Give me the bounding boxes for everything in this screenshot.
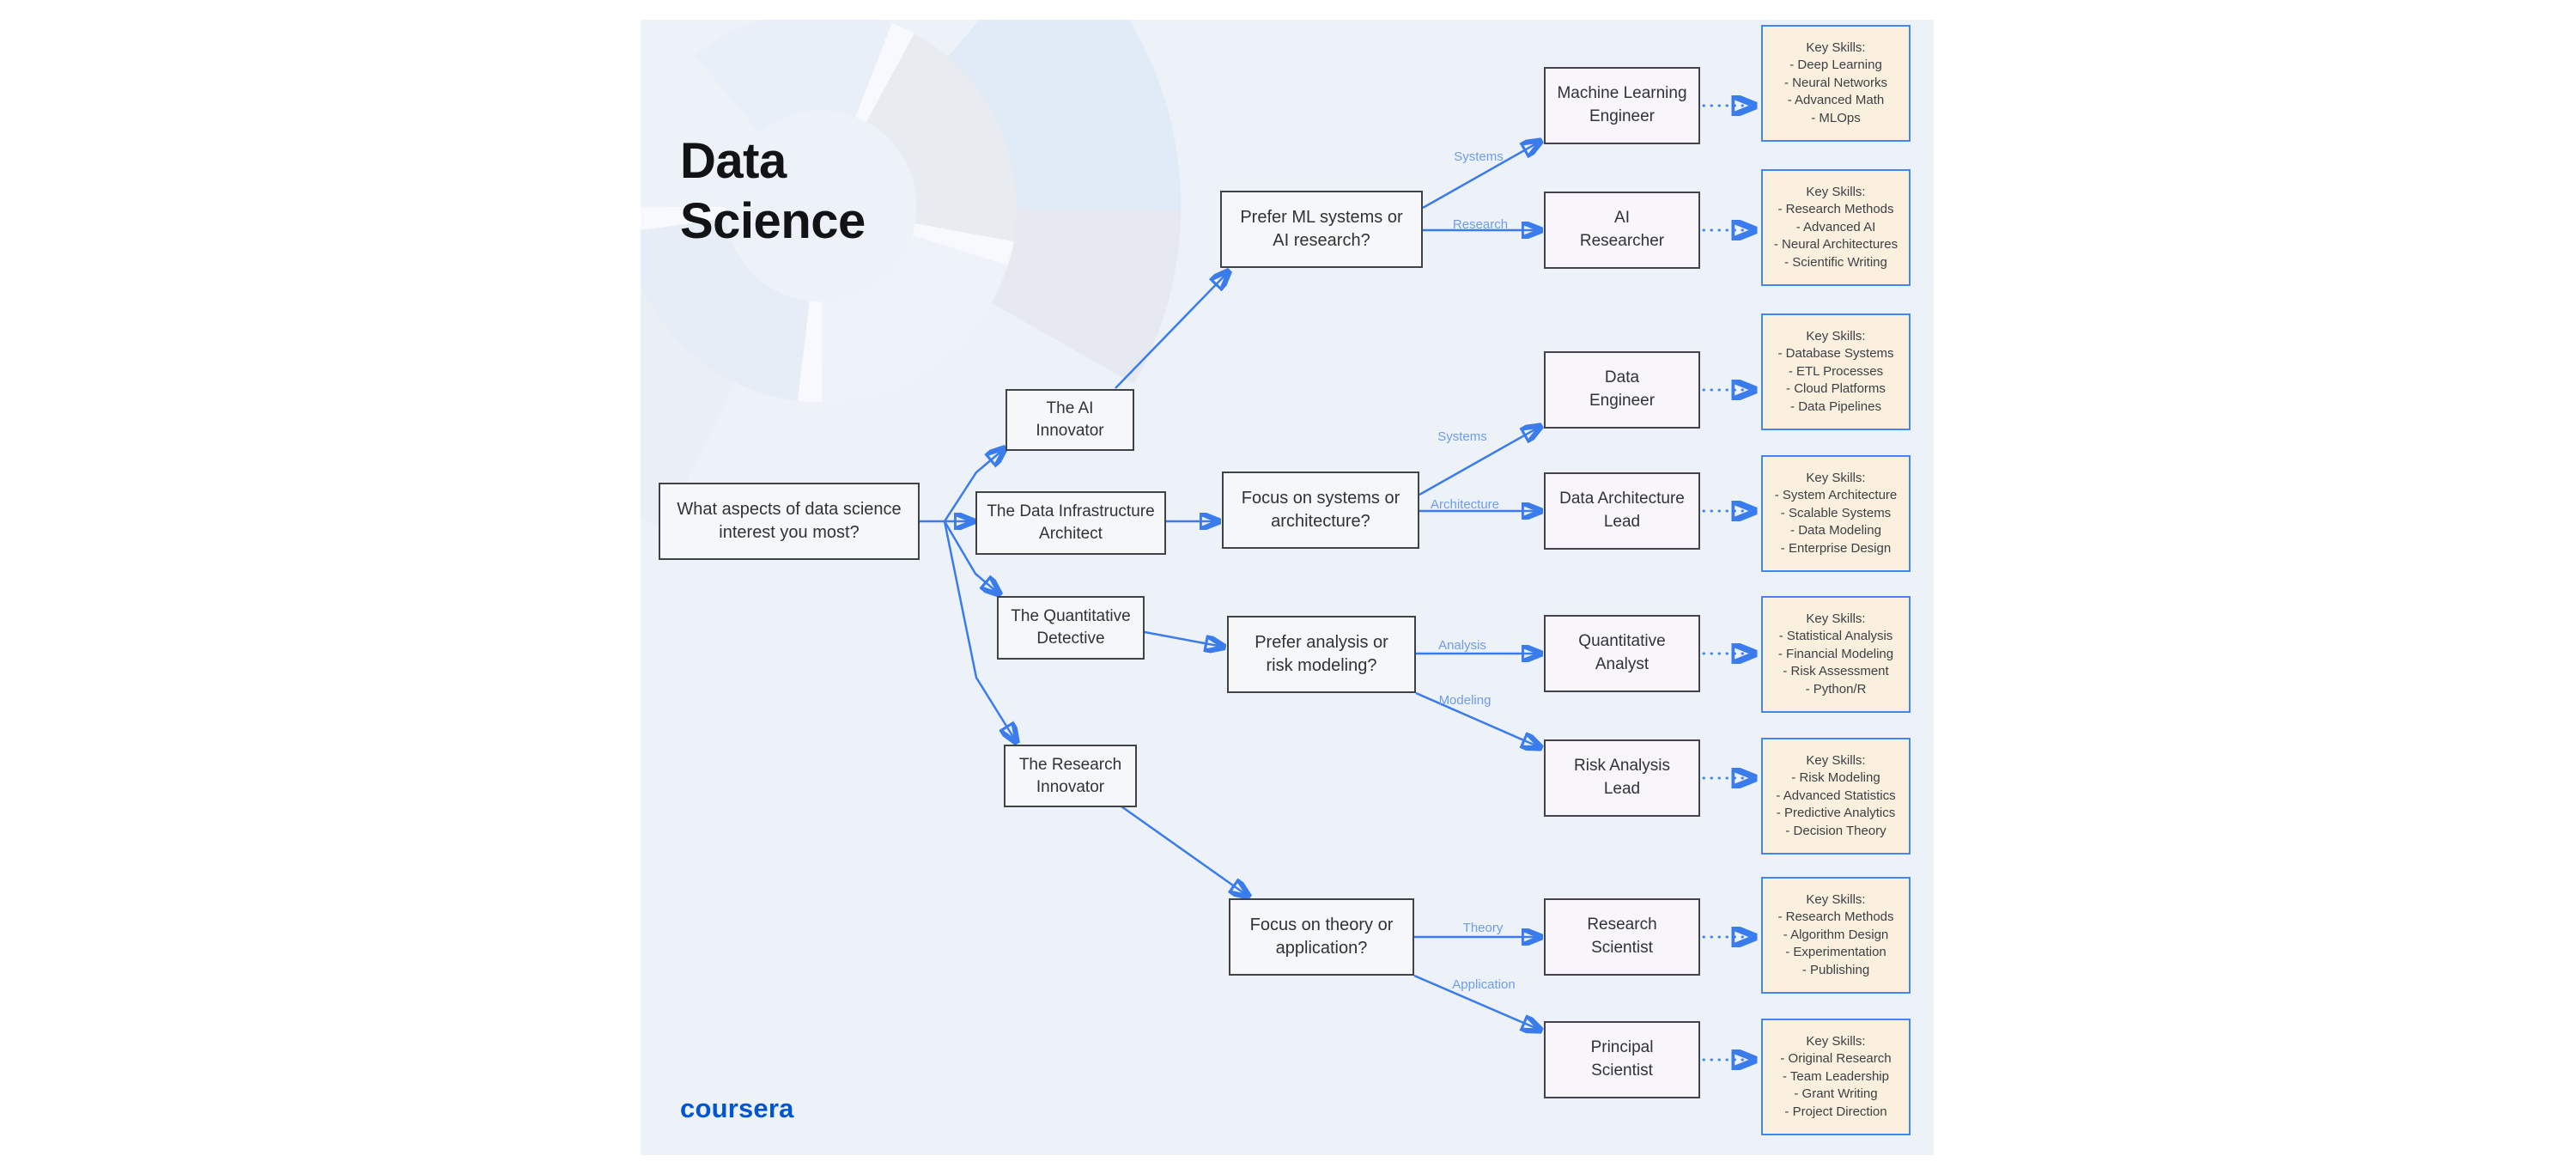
role-node-data-engineer: Data Engineer (1544, 351, 1700, 429)
skill-item: Risk Modeling (1791, 770, 1880, 787)
skill-item: Grant Writing (1794, 1086, 1878, 1103)
role-node-risk-analysis-lead: Risk Analysis Lead (1544, 739, 1700, 817)
arrow-innovator-to-question (1121, 805, 1248, 896)
role-node-ai-researcher: AI Researcher (1544, 192, 1700, 269)
skill-item: Predictive Analytics (1777, 805, 1895, 822)
question-node-theory-or-application: Focus on theory or application? (1229, 898, 1414, 976)
skills-node-ai-researcher: Key Skills: Research Methods Advanced AI… (1761, 169, 1911, 286)
persona-node-data-infrastructure-architect: The Data Infrastructure Architect (975, 491, 1166, 555)
skill-item: Cloud Platforms (1786, 380, 1886, 398)
skills-node-research-scientist: Key Skills: Research Methods Algorithm D… (1761, 877, 1911, 994)
skills-heading: Key Skills: (1806, 753, 1866, 769)
arrow-detective-to-question (1144, 630, 1223, 647)
arrow-question3-to-risk-analysis-lead (1415, 691, 1540, 747)
skill-item: Advanced AI (1796, 219, 1875, 236)
skill-item: Decision Theory (1785, 823, 1886, 840)
skill-item: Scientific Writing (1784, 254, 1887, 271)
skill-item: System Architecture (1775, 487, 1897, 504)
persona-node-ai-innovator: The AI Innovator (1005, 389, 1134, 451)
edge-label-application: Application (1452, 977, 1516, 992)
skill-item: Database Systems (1777, 345, 1894, 362)
question-node-ml-systems-or-ai-research: Prefer ML systems or AI research? (1220, 191, 1423, 268)
skills-node-data-architecture-lead: Key Skills: System Architecture Scalable… (1761, 455, 1911, 572)
arrow-question2-to-data-engineer (1419, 427, 1540, 496)
skill-item: Experimentation (1785, 944, 1886, 961)
skills-node-machine-learning-engineer: Key Skills: Deep Learning Neural Network… (1761, 25, 1911, 142)
skill-item: Statistical Analysis (1779, 628, 1893, 645)
skill-item: Python/R (1806, 681, 1867, 698)
question-node-systems-or-architecture: Focus on systems or architecture? (1222, 471, 1419, 549)
title-line-2: Science (680, 192, 866, 249)
skill-item: Project Direction (1784, 1104, 1887, 1121)
role-node-data-architecture-lead: Data Architecture Lead (1544, 472, 1700, 550)
skill-item: Risk Assessment (1783, 663, 1888, 680)
skills-heading: Key Skills: (1806, 185, 1866, 200)
arrow-root-to-ai-innovator (920, 449, 1004, 523)
arrow-ai-innovator-to-question (1115, 272, 1228, 389)
skill-item: Neural Architectures (1774, 236, 1898, 253)
title-line-1: Data (680, 133, 787, 189)
skill-item: Deep Learning (1789, 57, 1881, 74)
skills-heading: Key Skills: (1806, 1034, 1866, 1049)
edge-label-analysis: Analysis (1438, 638, 1486, 653)
skill-item: Algorithm Design (1783, 927, 1888, 944)
skill-item: Neural Networks (1784, 75, 1887, 92)
root-question-node: What aspects of data science interest yo… (659, 483, 920, 560)
skill-item: Scalable Systems (1781, 505, 1891, 522)
skill-item: Data Modeling (1790, 522, 1881, 539)
persona-node-quantitative-detective: The Quantitative Detective (997, 596, 1145, 660)
role-node-research-scientist: Research Scientist (1544, 898, 1700, 976)
edge-label-research: Research (1452, 217, 1509, 232)
coursera-logo: coursera (680, 1093, 794, 1123)
skill-item: MLOps (1811, 110, 1860, 127)
skill-item: Advanced Math (1788, 92, 1884, 109)
flow-arrows (920, 20, 1934, 1155)
edge-label-systems-data: Systems (1437, 429, 1487, 444)
skill-item: ETL Processes (1789, 363, 1883, 380)
edge-label-theory: Theory (1462, 921, 1504, 935)
skills-heading: Key Skills: (1806, 40, 1866, 56)
edge-label-architecture: Architecture (1430, 497, 1500, 512)
role-node-quantitative-analyst: Quantitative Analyst (1544, 615, 1700, 692)
skill-item: Original Research (1780, 1050, 1892, 1068)
edge-label-modeling: Modeling (1438, 693, 1492, 708)
skills-node-principal-scientist: Key Skills: Original Research Team Leade… (1761, 1019, 1911, 1135)
arrow-root-to-quantitative-detective (943, 520, 999, 593)
question-node-analysis-or-risk-modeling: Prefer analysis or risk modeling? (1227, 616, 1416, 693)
skills-heading: Key Skills: (1806, 329, 1866, 344)
edge-label-systems-ml: Systems (1454, 149, 1504, 164)
skills-heading: Key Skills: (1806, 611, 1866, 627)
role-node-principal-scientist: Principal Scientist (1544, 1021, 1700, 1098)
skills-heading: Key Skills: (1806, 471, 1866, 486)
skills-node-quantitative-analyst: Key Skills: Statistical Analysis Financi… (1761, 596, 1911, 713)
skill-item: Data Pipelines (1790, 398, 1881, 416)
skill-item: Publishing (1802, 962, 1869, 979)
skill-item: Enterprise Design (1781, 540, 1891, 557)
skills-node-risk-analysis-lead: Key Skills: Risk Modeling Advanced Stati… (1761, 738, 1911, 855)
skill-item: Team Leadership (1783, 1068, 1889, 1086)
skills-heading: Key Skills: (1806, 892, 1866, 908)
skill-item: Financial Modeling (1778, 646, 1893, 663)
arrow-root-to-research-innovator (943, 520, 1016, 741)
skill-item: Advanced Statistics (1776, 788, 1896, 805)
skill-item: Research Methods (1777, 201, 1894, 218)
skills-node-data-engineer: Key Skills: Database Systems ETL Process… (1761, 313, 1911, 430)
role-node-machine-learning-engineer: Machine Learning Engineer (1544, 67, 1700, 144)
skill-item: Research Methods (1777, 909, 1894, 926)
arrow-question4-to-principal-scientist (1413, 974, 1540, 1030)
arrow-question1-to-ml-engineer (1422, 142, 1540, 210)
persona-node-research-innovator: The Research Innovator (1004, 745, 1137, 807)
